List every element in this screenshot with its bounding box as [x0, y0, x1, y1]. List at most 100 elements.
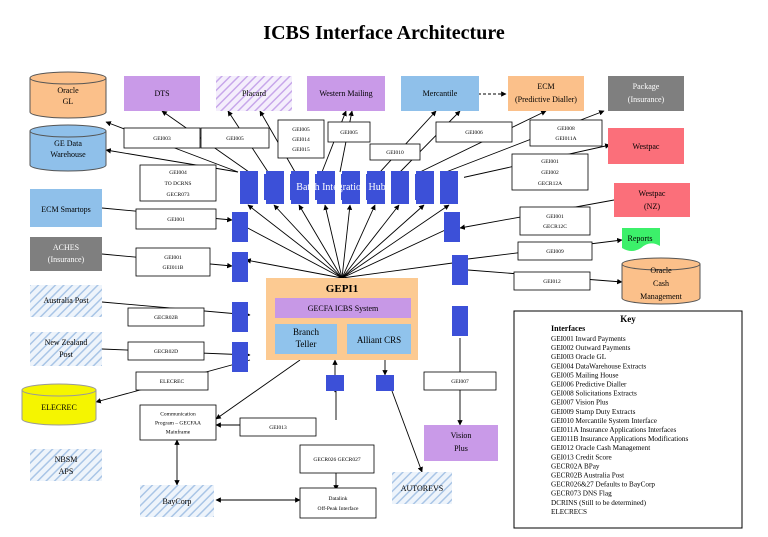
aches-line: ACHES: [53, 243, 79, 252]
interface-label-box: GEI005: [327, 121, 371, 143]
adapter-block: [376, 375, 394, 391]
oracle-cash-line: Oracle: [650, 266, 672, 275]
interface-label-text: GEI006: [465, 130, 483, 136]
system-elecrec: ELECREC: [21, 383, 97, 426]
interface-label-text: GEI009: [546, 249, 564, 255]
interface-label-box: GEI006: [435, 121, 513, 143]
interface-label-text: GEI007: [451, 379, 469, 385]
key-item: GEI011A Insurance Applications Interface…: [551, 426, 676, 434]
interface-label-box: GECR026 GECR027: [299, 444, 375, 474]
connector-line: [215, 359, 301, 420]
key-item: GEI004 DataWarehouse Extracts: [551, 362, 646, 370]
hub-bar: [240, 174, 458, 200]
page-title: ICBS Interface Architecture: [263, 22, 505, 44]
oracle-cash-line: Management: [640, 292, 683, 301]
key-item: GEI001 Inward Payments: [551, 335, 626, 343]
package-line: (Insurance): [628, 95, 665, 104]
interface-label-text: GECR12A: [538, 181, 562, 187]
interface-label-text: Communication: [160, 411, 196, 417]
placard-label: Placard: [242, 89, 266, 98]
key-item: GEI009 Stamp Duty Extracts: [551, 408, 636, 416]
connector-line: [298, 204, 343, 279]
reports-label: Reports: [628, 234, 653, 243]
oracle-gl-line: Oracle: [57, 86, 79, 95]
key-item: GEI003 Oracle GL: [551, 353, 606, 361]
key-item: GEI007 Vision Plus: [551, 399, 609, 407]
nz-post-line: New Zealand: [45, 338, 88, 347]
hub-gap: [284, 174, 290, 200]
adapter-block: [232, 212, 248, 242]
system-package: Package(Insurance): [608, 76, 684, 111]
westpac-label: Westpac: [633, 142, 660, 151]
key-subtitle: Interfaces: [551, 324, 585, 333]
interface-label-box: GEI013: [239, 417, 317, 437]
key-item: DCRINS (Still to be determined): [551, 499, 647, 507]
interface-label-text: Off-Peak Interface: [318, 505, 360, 512]
vision-plus-line: Plus: [454, 444, 468, 453]
adapter-block: [326, 375, 344, 391]
interface-label-text: GECR02D: [154, 349, 178, 355]
connector-line: [247, 204, 343, 279]
mercantile-label: Mercantile: [423, 89, 458, 98]
oracle-gl-line: GL: [63, 97, 74, 106]
hub-gap: [309, 174, 315, 200]
interface-label-box: GEI009: [517, 241, 593, 261]
connector-line: [341, 204, 353, 279]
gepi1-title: GEPI1: [326, 283, 358, 295]
interface-label-box: GEI007: [423, 371, 497, 391]
branch-teller-line: Teller: [296, 339, 317, 349]
key-item: GECR02B Australia Post: [551, 472, 624, 480]
interface-label-text: GEI003: [153, 136, 171, 142]
key-title: Key: [620, 314, 636, 324]
key-item: GEI012 Oracle Cash Management: [551, 444, 650, 452]
interface-label-text: GEI001: [167, 217, 185, 223]
connector-line: [323, 204, 343, 279]
system-autorevs: AUTOREVS: [392, 472, 452, 504]
system-baycorp: BayCorp: [140, 485, 214, 517]
interface-label-box: ELECREC: [135, 371, 209, 391]
ecm-pred-line: (Predictive Dialler): [515, 95, 577, 104]
alliant-box: [347, 324, 411, 354]
connector-line: [399, 110, 461, 173]
connector-line: [341, 224, 457, 279]
interface-label-text: GEI010: [386, 150, 404, 156]
system-westpac: Westpac: [608, 128, 684, 164]
autorevs-label: AUTOREVS: [401, 484, 444, 493]
nbsm-line: APS: [59, 467, 74, 476]
adapter-block: [232, 252, 248, 282]
connector-line: [241, 224, 343, 279]
interface-label-box: GEI010: [369, 143, 421, 161]
hub-gap: [385, 174, 391, 200]
key-item: GECR026&27 Defaults to BayCorp: [551, 481, 655, 489]
system-mercantile: Mercantile: [401, 76, 479, 111]
key-item: GEI008 Solicitations Extracts: [551, 390, 637, 398]
ge-data-warehouse-line: Warehouse: [50, 150, 86, 159]
adapter-block: [232, 342, 248, 372]
interface-label-box: GECR02B: [127, 307, 205, 327]
interface-label-text: ELECREC: [160, 379, 185, 385]
interface-label-text: Datalink: [329, 496, 348, 502]
oracle-cash-line: Cash: [653, 279, 669, 288]
interface-label-text: GEI011B: [163, 265, 184, 271]
connector-line: [245, 258, 343, 279]
system-reports: Reports: [622, 228, 660, 251]
westpac-nz-line: Westpac: [639, 189, 666, 198]
key-item: GEI013 Credit Score: [551, 453, 612, 461]
key-item: GEI010 Mercantile System Interface: [551, 417, 657, 425]
svg-text:ACHES(Insurance): ACHES(Insurance): [48, 243, 85, 264]
connector-line: [341, 204, 400, 279]
interface-label-text: GEI012: [543, 279, 561, 285]
